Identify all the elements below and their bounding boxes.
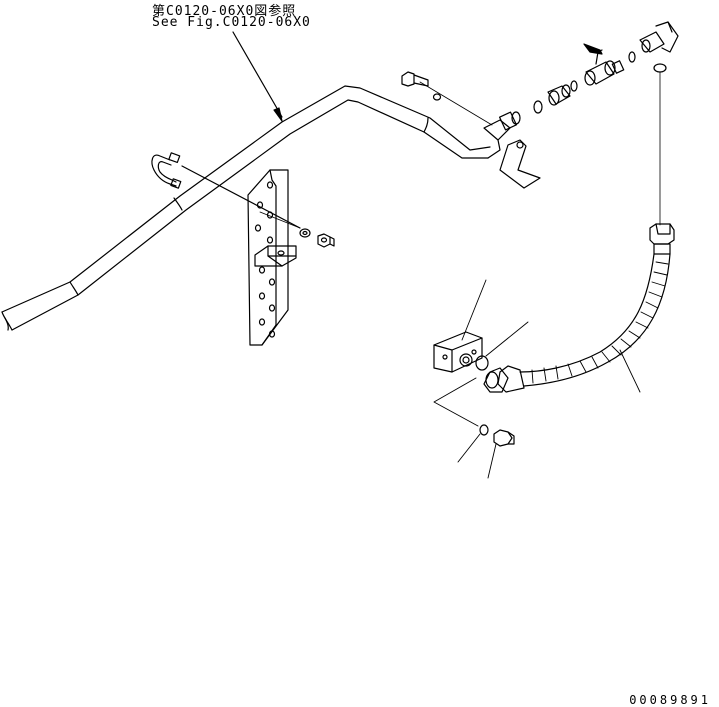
washer-and-nut (300, 229, 334, 247)
adapter-fitting (548, 85, 570, 105)
tube-end-fitting (484, 112, 520, 158)
o-ring-1 (534, 101, 542, 113)
flange-o-ring-leader-line (486, 322, 528, 356)
flange-leader-line (462, 280, 486, 340)
ball-valve (584, 44, 624, 85)
flange-block (434, 332, 482, 372)
u-bolt (152, 153, 181, 188)
o-ring-3 (629, 52, 635, 62)
main-tube (2, 86, 490, 330)
flange-o-ring (476, 356, 488, 370)
o-ring-2 (571, 81, 577, 91)
lower-bolt-leader (434, 378, 478, 426)
elbow-fitting (640, 22, 678, 52)
lower-washer (458, 425, 488, 462)
hose-leader-line (620, 350, 640, 392)
reference-japanese-label: 第C0120-06X0図参照 (152, 4, 297, 19)
o-ring-4 (654, 64, 666, 72)
hose-assembly (484, 224, 674, 392)
reference-english-label: See Fig.C0120-06X0 (152, 15, 311, 30)
upper-bolt (402, 72, 492, 125)
lower-bolt (488, 430, 514, 478)
bracket-plate (248, 170, 296, 345)
ubolt-leader-line (182, 166, 300, 228)
reference-leader (233, 32, 282, 121)
drawing-number: 00089891 (629, 693, 711, 707)
clip-bracket (500, 140, 540, 188)
